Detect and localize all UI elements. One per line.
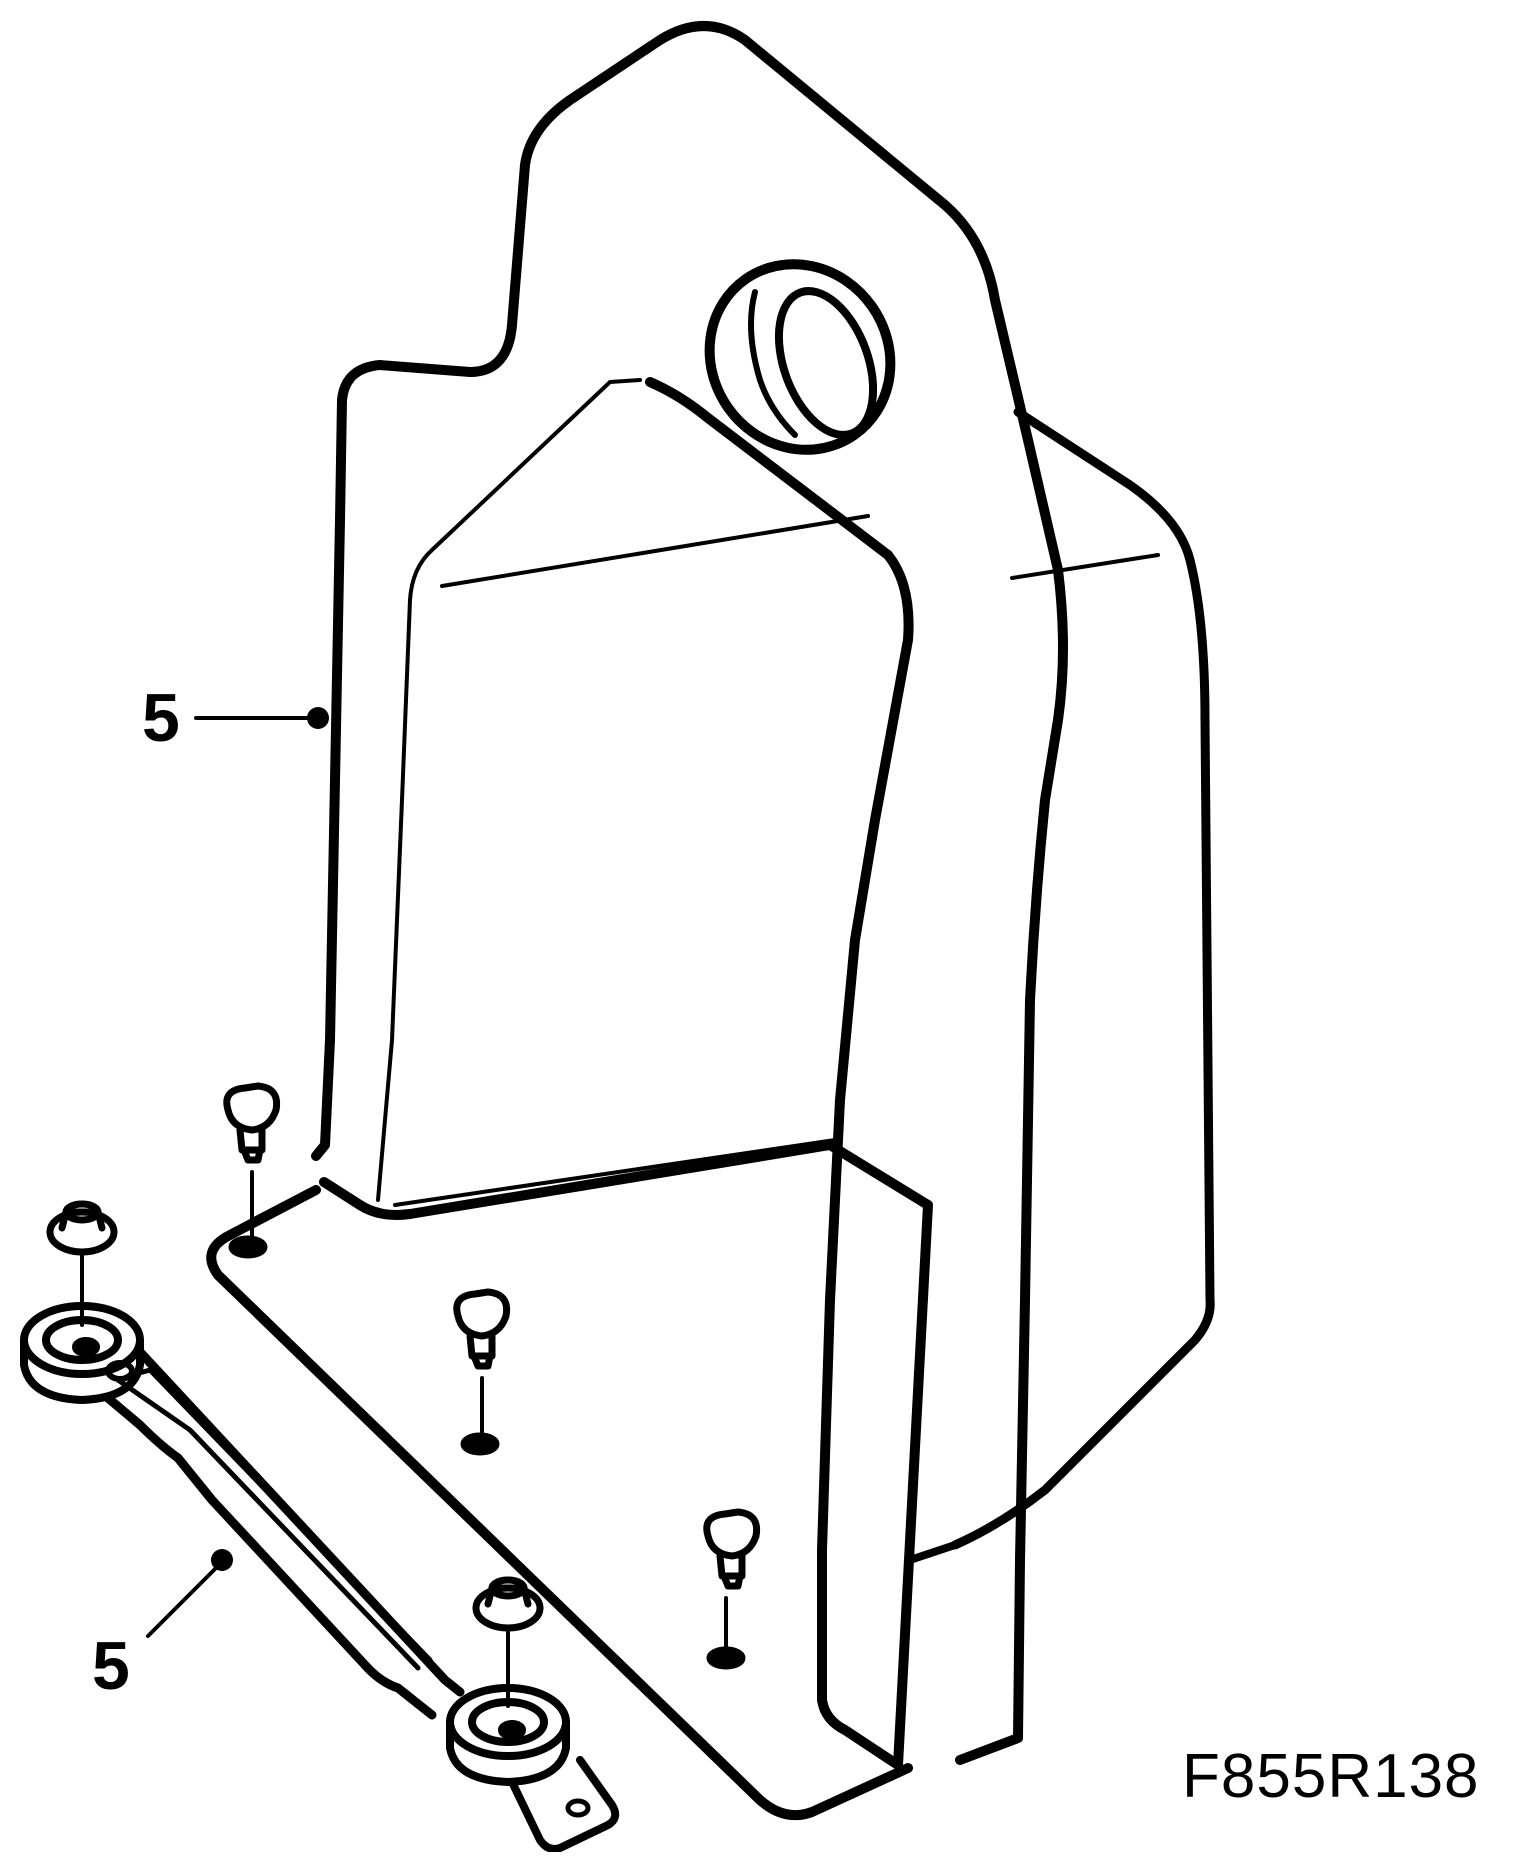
clip-2 [453,1288,511,1456]
mounting-bracket [20,1200,620,1853]
leader-lower [146,1549,233,1638]
bracket-arm [103,1347,465,1720]
collar-right [446,1684,570,1786]
inner-panel-bottom-line [393,1138,837,1207]
callout-5-upper: 5 [142,680,180,756]
trim-panel-pillar [645,377,914,1770]
leader-upper [194,707,329,729]
side-wing-top-line [1010,553,1160,580]
trim-panel [206,21,1215,1820]
collar-left [20,1302,144,1404]
inner-panel-outline [376,378,642,1202]
callout-5-lower: 5 [92,1628,130,1704]
trim-panel-base-edge [206,1185,913,1820]
bracket-arm-rib [115,1367,433,1671]
trim-panel-inner-rim [319,1140,933,1770]
side-wing-base-line [906,1541,959,1564]
grab-handle-detail [748,289,798,438]
figure-code: F855R138 [1182,1742,1480,1811]
clip-1 [223,1082,281,1259]
inner-panel-top-line [440,514,870,588]
grab-handle-inner [774,287,878,439]
grab-handle-outer [704,259,896,455]
side-wing-outline [950,407,1215,1550]
nut-left [46,1200,118,1327]
bracket-hole [105,1360,135,1382]
tab-hole [565,1798,591,1818]
trim-panel-outline [311,21,1068,1765]
bracket-tab [508,1756,620,1853]
nut-right [472,1576,544,1708]
clip-3 [703,1508,761,1670]
